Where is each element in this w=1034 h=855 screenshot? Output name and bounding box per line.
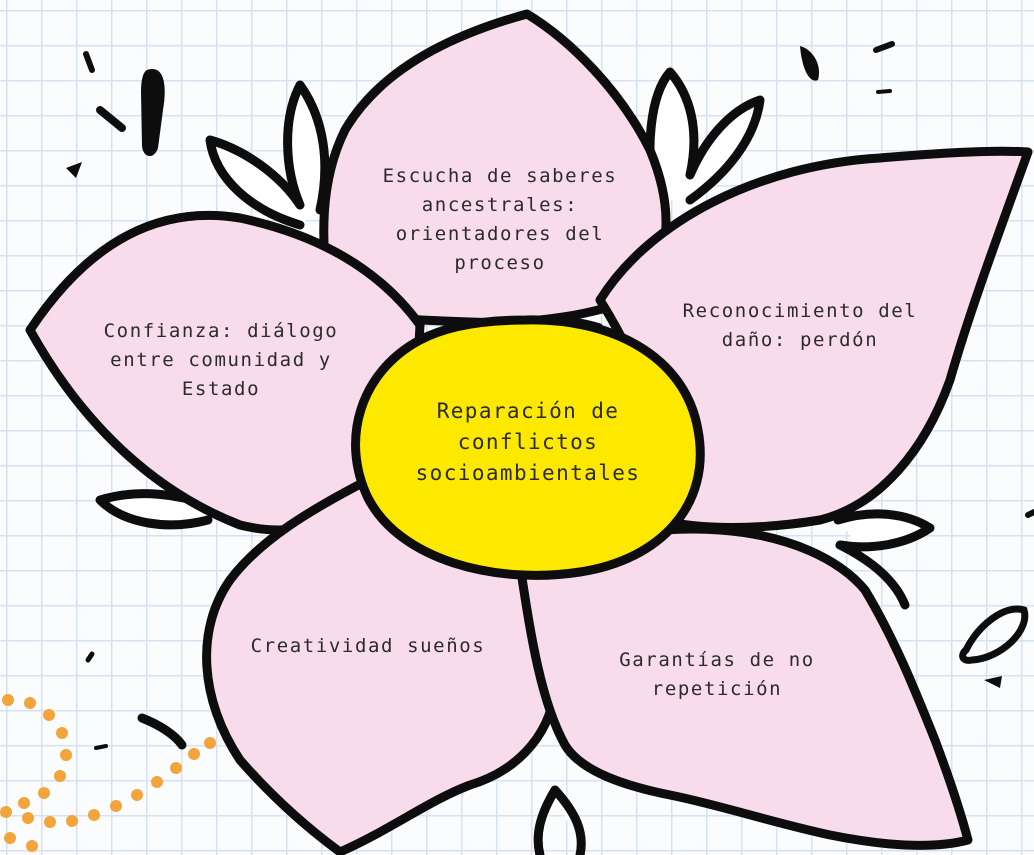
ink-stroke-decorations	[66, 41, 1034, 750]
petal-label-bottom-right: Garantías de no repetición	[619, 649, 815, 700]
center-disk-inkline	[502, 316, 603, 329]
petal-label-bottom-left: Creatividad sueños	[250, 635, 486, 657]
petal-bottom-right	[515, 524, 973, 850]
petal-label-left: Confianza: diálogo entre comunidad y Est…	[103, 320, 339, 400]
petal-label-right: Reconocimiento del daño: perdón	[682, 300, 918, 351]
center-label: Reparación de conflictos socioambientale…	[415, 399, 641, 485]
petals	[25, 9, 1033, 855]
dotted-swirl-decoration	[0, 694, 216, 852]
petal-label-top: Escucha de saberes ancestrales: orientad…	[382, 165, 618, 274]
leaves	[95, 67, 935, 855]
center-disk	[351, 315, 705, 580]
